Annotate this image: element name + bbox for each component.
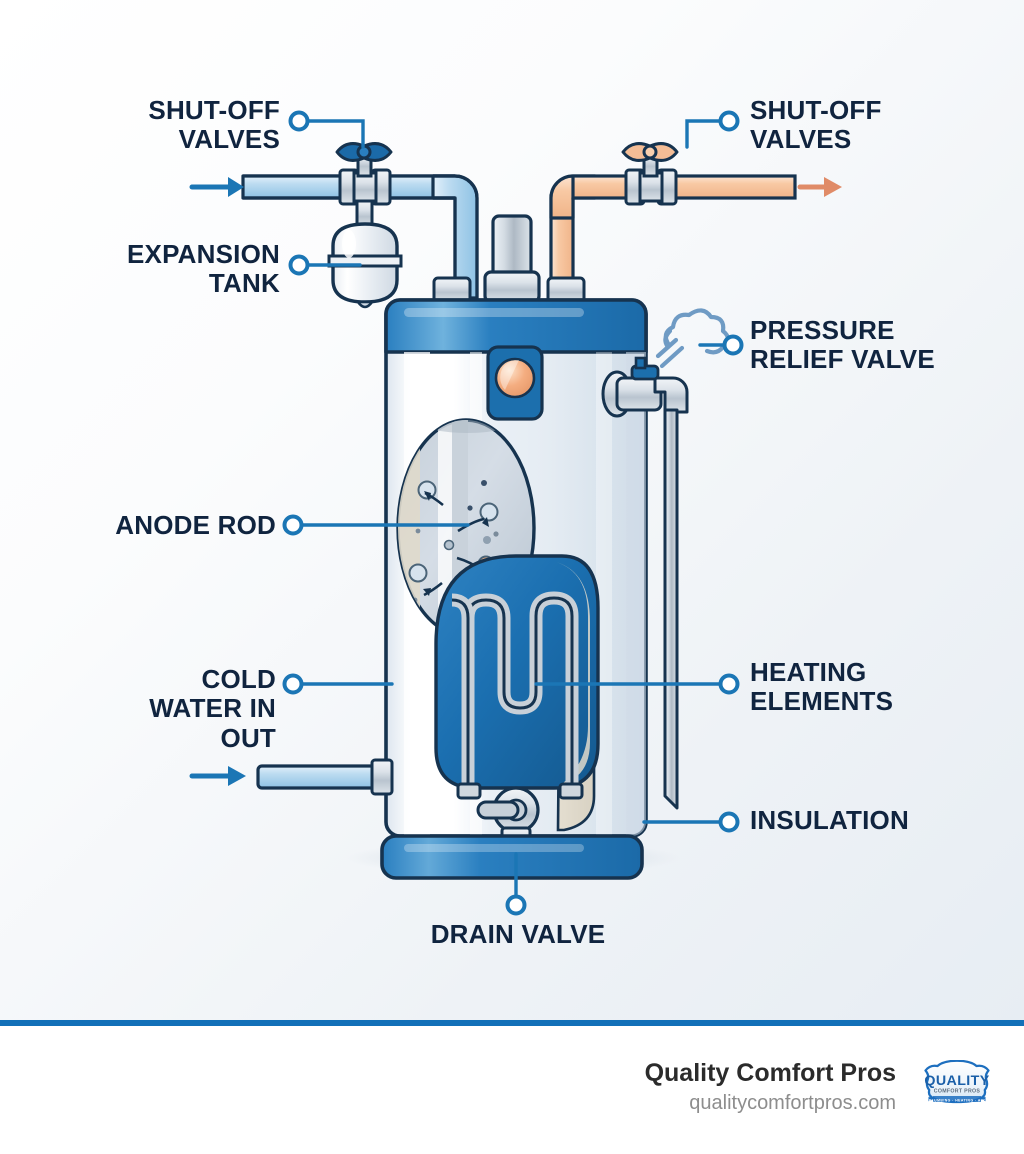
pressure-relief-valve (601, 356, 689, 418)
leader-dot-shutoff-right (718, 110, 740, 132)
footer-brand-block: Quality Comfort Pros qualitycomfortpros.… (645, 1058, 996, 1116)
steam-cloud-icon (655, 308, 731, 369)
cold-inlet-arrow-icon (189, 177, 244, 197)
water-heater-tank (384, 298, 689, 838)
tank-base (380, 834, 644, 880)
brand-url[interactable]: qualitycomfortpros.com (689, 1092, 896, 1114)
relief-discharge-tube (663, 408, 679, 810)
label-pressure-relief-valve: PRESSURE RELIEF VALVE (750, 315, 935, 375)
cold-water-inlet-nipple (256, 758, 394, 796)
label-shutoff-valves-left: SHUT-OFF VALVES (148, 95, 280, 155)
tank-top-fittings (432, 214, 586, 304)
leader-dot-pressure-relief (722, 334, 744, 356)
leader-dots (282, 110, 744, 916)
heating-elements (456, 591, 584, 800)
leader-dot-anode-rod (282, 514, 304, 536)
label-insulation: INSULATION (750, 805, 909, 835)
label-heating-elements: HEATING ELEMENTS (750, 657, 894, 717)
svg-text:PLUMBING · HEATING · AIR: PLUMBING · HEATING · AIR (929, 1098, 985, 1102)
thermostat-panel (486, 345, 544, 421)
shutoff-valve-hot (621, 142, 679, 206)
leader-dot-heating-elements (718, 673, 740, 695)
leader-dot-expansion-tank (288, 254, 310, 276)
label-drain-valve: DRAIN VALVE (430, 919, 606, 949)
leader-dot-insulation (718, 811, 740, 833)
expansion-tank (327, 222, 403, 309)
footer-divider (0, 1020, 1024, 1026)
label-anode-rod: ANODE ROD (115, 510, 276, 540)
label-cold-water-in-out: COLD WATER IN OUT (149, 664, 276, 753)
label-expansion-tank: EXPANSION TANK (126, 239, 280, 299)
svg-text:COMFORT PROS: COMFORT PROS (934, 1088, 981, 1094)
diagram-canvas: SHUT-OFF VALVES EXPANSION TANK ANODE ROD… (0, 0, 1024, 1026)
brand-logo-icon: QUALITY COMFORT PROS PLUMBING · HEATING … (924, 1060, 990, 1104)
leader-dot-shutoff-left (288, 110, 310, 132)
svg-text:QUALITY: QUALITY (924, 1073, 989, 1089)
leader-dot-drain-valve (505, 894, 527, 916)
heating-chamber (434, 554, 600, 800)
brand-name: Quality Comfort Pros (644, 1059, 896, 1087)
leader-lines (298, 119, 728, 900)
water-heater-illustration (189, 110, 842, 916)
brand-text-block: Quality Comfort Pros qualitycomfortpros.… (645, 1058, 896, 1116)
cold-water-in-arrow-icon (189, 766, 246, 786)
footer: Quality Comfort Pros qualitycomfortpros.… (0, 1026, 1024, 1154)
shutoff-valve-cold (335, 142, 393, 229)
hot-outlet-arrow-icon (797, 177, 842, 197)
leader-dot-cold-water (282, 673, 304, 695)
label-shutoff-valves-right: SHUT-OFF VALVES (750, 95, 882, 155)
